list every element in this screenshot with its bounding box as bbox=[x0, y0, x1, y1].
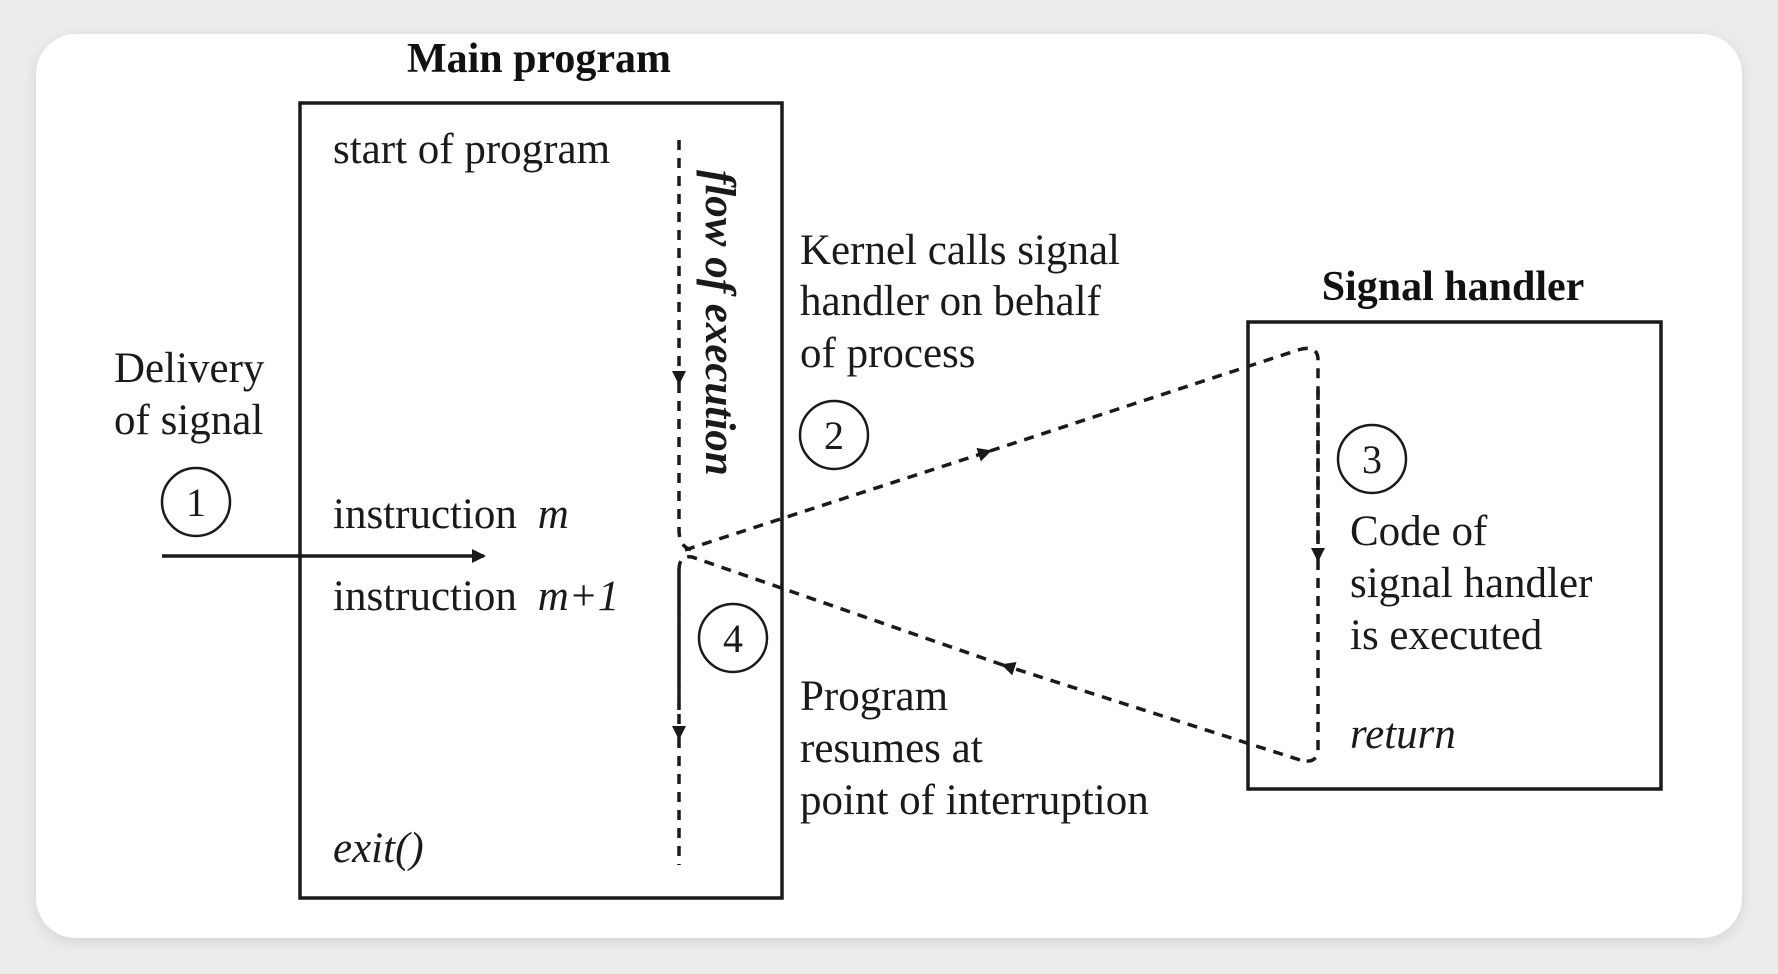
step-4-marker: 4 bbox=[697, 602, 769, 674]
flow-line-to-handler-start bbox=[677, 383, 693, 552]
kernel-label-line2: handler on behalf bbox=[800, 278, 1102, 325]
resume-label-line3: point of interruption bbox=[800, 777, 1149, 824]
instruction-m-label: instruction m bbox=[333, 491, 569, 538]
step-2-marker: 2 bbox=[798, 399, 870, 471]
delivery-label-line2: of signal bbox=[114, 397, 263, 444]
step-1-marker: 1 bbox=[160, 466, 232, 538]
instruction-m1-label: instruction m+1 bbox=[333, 573, 619, 620]
call-handler-line bbox=[989, 346, 1320, 540]
svg-text:2: 2 bbox=[824, 413, 844, 458]
handler-code-line1: Code of bbox=[1350, 508, 1488, 555]
return-line bbox=[677, 555, 1004, 710]
return-arrow bbox=[1001, 661, 1301, 762]
start-of-program-label: start of program bbox=[333, 126, 610, 173]
handler-flow-line bbox=[1299, 560, 1320, 763]
svg-text:4: 4 bbox=[723, 616, 743, 661]
main-program-box bbox=[298, 101, 784, 900]
resume-label-line2: resumes at bbox=[800, 725, 983, 772]
delivery-label-line1: Delivery bbox=[114, 345, 265, 392]
kernel-label-line1: Kernel calls signal bbox=[800, 227, 1120, 274]
step-3-marker: 3 bbox=[1336, 423, 1408, 495]
handler-code-line3: is executed bbox=[1350, 612, 1542, 659]
signal-handler-title: Signal handler bbox=[1322, 264, 1585, 310]
flow-of-execution-label: flow of execution bbox=[696, 170, 743, 476]
svg-text:3: 3 bbox=[1362, 437, 1382, 482]
handler-code-line2: signal handler bbox=[1350, 560, 1592, 607]
handler-return-label: return bbox=[1350, 711, 1456, 758]
main-program-title: Main program bbox=[407, 36, 671, 82]
signal-handler-box bbox=[1246, 320, 1663, 791]
exit-label: exit() bbox=[333, 825, 424, 872]
kernel-label-line3: of process bbox=[800, 330, 976, 377]
resume-label-line1: Program bbox=[800, 673, 948, 720]
svg-text:1: 1 bbox=[186, 480, 206, 525]
